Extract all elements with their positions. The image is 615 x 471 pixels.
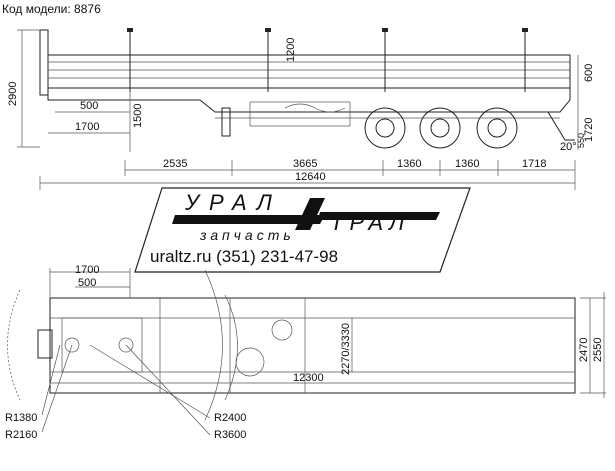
dim-angle: 20° (560, 141, 577, 153)
dim-kingpin-offset: 500 (80, 100, 98, 112)
logo-block: УРАЛ ТРАЛ запчасть uraltz.ru (351) 231-4… (134, 187, 471, 273)
side-view: 2900 1500 1200 600 1720 550 500 1700 20°… (7, 28, 595, 190)
dim-rear-height: 1720 (583, 118, 595, 142)
rear-axle-wheels (364, 107, 518, 149)
dim-segment-3: 1360 (397, 158, 421, 170)
stakes (127, 28, 528, 92)
spare-rack (249, 101, 351, 127)
dim-stake-height: 1200 (285, 38, 297, 62)
dim-rear-clearance: 550 (576, 133, 586, 148)
kingpin-plate (37, 329, 53, 359)
logo-word-tral: ТРАЛ (330, 210, 410, 235)
dim-width-2550: 2550 (592, 338, 604, 362)
dim-segment-1: 2535 (163, 158, 187, 170)
radius-r1380: R1380 (5, 412, 37, 424)
dim-overall-length: 12640 (295, 171, 326, 183)
logo-word-ural: УРАЛ (184, 190, 282, 215)
dim-width-2470: 2470 (578, 338, 590, 362)
deck-outline (49, 297, 576, 394)
radius-r3600: R3600 (214, 429, 246, 441)
side-board (47, 54, 571, 89)
radius-r2160: R2160 (5, 429, 37, 441)
chassis-frame (47, 88, 571, 113)
top-view: 1700 500 2270/3330 12300 2470 2550 R1380… (5, 264, 606, 441)
dim-segment-4: 1360 (455, 158, 479, 170)
front-bulkhead (39, 29, 49, 96)
dim-top-500: 500 (78, 277, 96, 289)
dim-segment-5: 1718 (522, 158, 546, 170)
dim-board-height: 600 (583, 64, 595, 82)
dim-top-1700: 1700 (75, 264, 99, 276)
model-code-caption: Код модели: 8876 (2, 2, 101, 16)
contact-line: uraltz.ru (351) 231-47-98 (150, 247, 338, 266)
dim-deck-length: 12300 (293, 372, 324, 384)
dim-inner-width: 2270/3330 (340, 323, 352, 375)
dim-height-total: 2900 (7, 82, 19, 106)
spare-wheel (271, 319, 293, 341)
landing-gear (221, 107, 231, 137)
logo-word-zapchast: запчасть (199, 227, 295, 243)
dim-landing-gear: 1700 (75, 121, 99, 133)
radius-r2400: R2400 (214, 412, 246, 424)
dim-segment-2: 3665 (293, 158, 317, 170)
rear-ramp (547, 111, 575, 141)
spare-wheel (235, 347, 265, 377)
dim-deck-height: 1500 (132, 104, 144, 128)
